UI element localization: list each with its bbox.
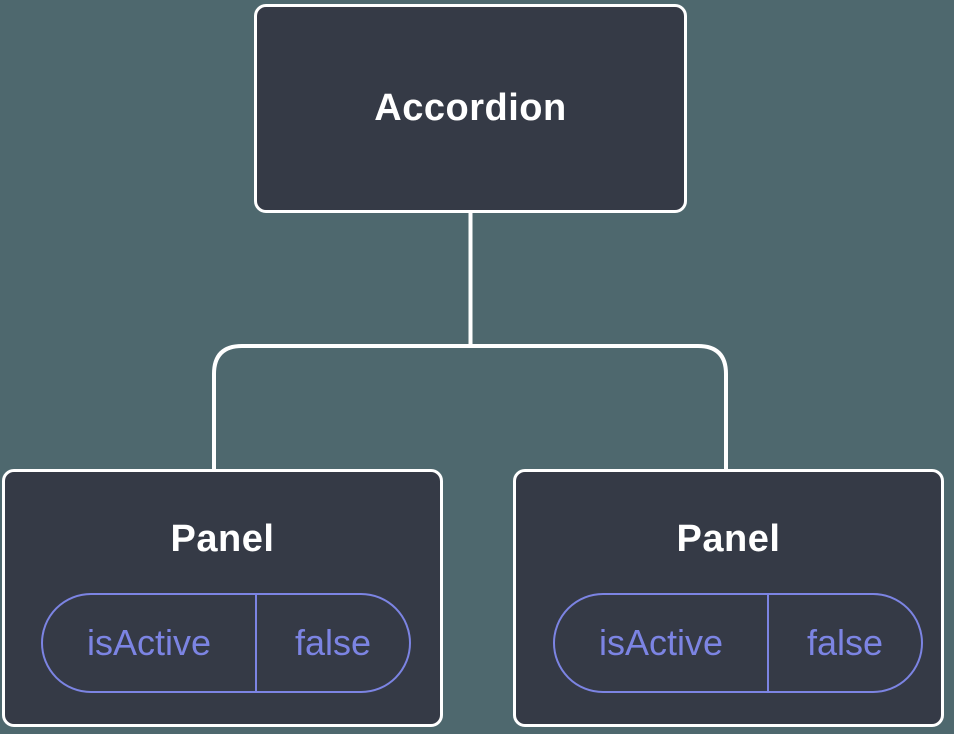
state-name: isActive: [43, 595, 257, 691]
state-name: isActive: [555, 595, 769, 691]
node-panel-right-label: Panel: [676, 518, 781, 560]
node-accordion-label: Accordion: [374, 87, 567, 129]
node-panel-right: Panel isActive false: [513, 469, 944, 727]
connector-bracket: [212, 344, 728, 471]
node-panel-left: Panel isActive false: [2, 469, 443, 727]
node-accordion: Accordion: [254, 4, 687, 213]
node-panel-left-label: Panel: [170, 518, 275, 560]
state-value: false: [294, 622, 372, 663]
state-pill: isActive false: [553, 593, 923, 693]
state-value: false: [806, 622, 884, 663]
state-pill: isActive false: [41, 593, 411, 693]
